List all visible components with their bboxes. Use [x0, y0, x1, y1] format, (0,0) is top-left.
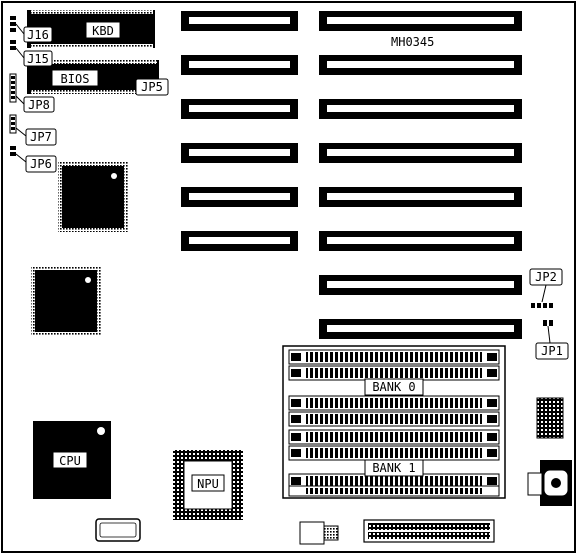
cpu-label: CPU	[59, 454, 81, 468]
bank1-label: BANK 1	[372, 461, 415, 475]
bios-label: BIOS	[61, 72, 90, 86]
npu-label: NPU	[197, 477, 219, 491]
jp2-label: JP2	[535, 270, 557, 284]
jp1-label: JP1	[541, 344, 563, 358]
jumper-j16: J16	[10, 16, 53, 43]
jumper-jp5: JP5	[122, 68, 169, 96]
jumper-jp1: JP1	[535, 320, 569, 360]
battery	[95, 518, 141, 542]
cpu-chip: CPU	[33, 421, 111, 499]
jp8-label: JP8	[28, 98, 50, 112]
expansion-slots	[181, 11, 522, 339]
chip-upper-left	[58, 162, 128, 232]
jumper-jp8: JP8	[9, 73, 55, 113]
power-connector	[363, 519, 495, 543]
chip-lower-left	[31, 266, 101, 336]
npu-socket: NPU	[173, 450, 243, 520]
j15-label: J15	[27, 52, 49, 66]
jp6-label: JP6	[30, 157, 52, 171]
jumper-jp6: JP6	[10, 146, 57, 173]
jp7-label: JP7	[30, 130, 52, 144]
jumper-jp2: JP2	[529, 268, 563, 308]
memory-banks: BANK 0 BANK 1	[282, 345, 506, 499]
jp5-label: JP5	[141, 80, 163, 94]
small-connector	[299, 521, 339, 545]
oscillator	[536, 397, 564, 439]
kbd-label: KBD	[92, 24, 114, 38]
jumper-j15: J15	[10, 40, 53, 67]
bank0-label: BANK 0	[372, 380, 415, 394]
model-number: MH0345	[391, 35, 434, 49]
keyboard-connector	[527, 460, 572, 506]
jumper-jp7: JP7	[9, 114, 57, 146]
j16-label: J16	[27, 28, 49, 42]
